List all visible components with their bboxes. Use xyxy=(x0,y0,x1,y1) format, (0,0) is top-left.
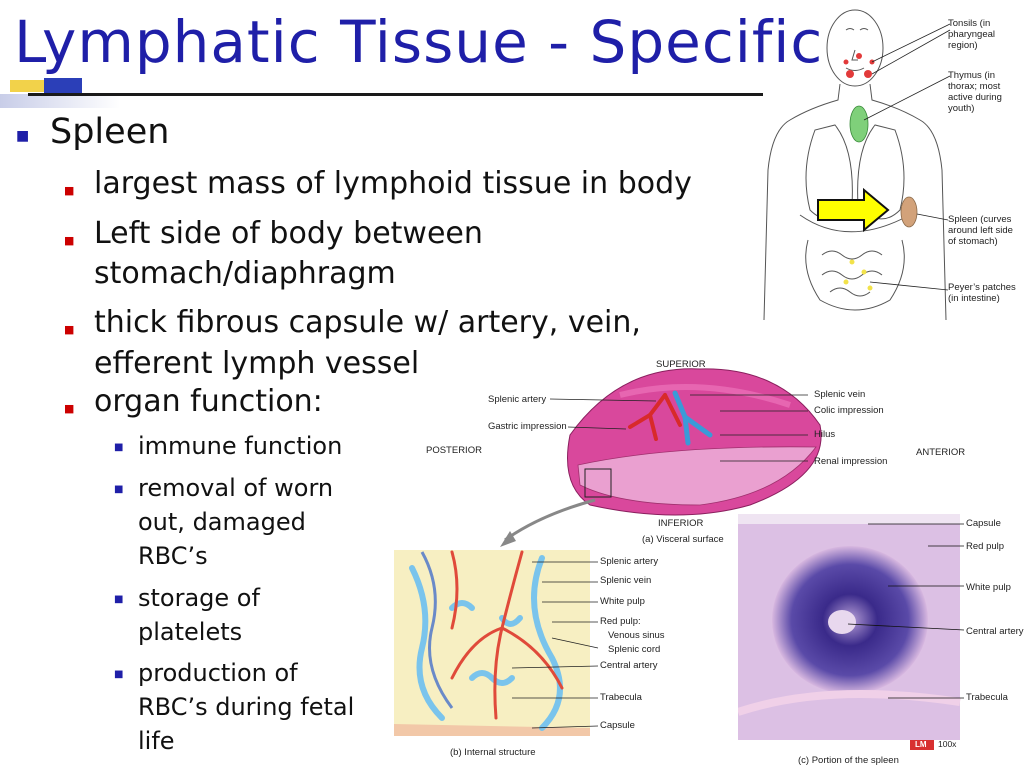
function-production-line2: RBC’s during fetal xyxy=(138,693,355,721)
title-underline xyxy=(28,93,763,96)
bullet-spleen: Spleen xyxy=(50,112,170,152)
label-peyers-patches: Peyer’s patches(in intestine) xyxy=(948,282,1016,304)
bullet-left-side-line1: Left side of body between xyxy=(94,216,483,251)
yellow-arrow-pointer xyxy=(817,187,890,233)
function-production-line3: life xyxy=(138,727,175,755)
spleen-shape xyxy=(900,196,918,228)
label-splenic-vein: Splenic vein xyxy=(814,389,866,400)
label-white-pulp: White pulp xyxy=(600,596,645,607)
label-trabecula: Trabecula xyxy=(966,692,1008,703)
magnification-label: 100x xyxy=(938,739,957,749)
function-removal-line1: removal of worn xyxy=(138,474,334,502)
function-production-line1: production of xyxy=(138,659,298,687)
bullet-marker: ■ xyxy=(114,594,124,605)
thymus-shape xyxy=(849,105,869,143)
caption-internal-structure: (b) Internal structure xyxy=(450,747,536,758)
function-removal-line3: RBC’s xyxy=(138,542,208,570)
spleen-visceral-figure: SUPERIOR Splenic artery Gastric impressi… xyxy=(420,355,980,550)
bullet-organ-function: organ function: xyxy=(94,384,323,419)
label-central-artery: Central artery xyxy=(600,660,658,671)
spleen-micrograph-image xyxy=(736,514,965,750)
label-venous-sinus: Venous sinus xyxy=(608,630,665,641)
lm-badge: LM xyxy=(915,740,927,749)
label-splenic-artery: Splenic artery xyxy=(488,394,547,405)
label-capsule: Capsule xyxy=(966,518,1001,529)
label-renal-impression: Renal impression xyxy=(814,456,888,467)
label-central-artery: Central artery xyxy=(966,626,1024,637)
bullet-capsule-line1: thick fibrous capsule w/ artery, vein, xyxy=(94,305,641,340)
body-outline-illustration xyxy=(763,9,951,321)
bullet-marker: ■ xyxy=(114,484,124,495)
label-hilus: Hilus xyxy=(814,429,836,440)
function-removal-line2: out, damaged xyxy=(138,508,306,536)
spleen-internal-figure: Splenic artery Splenic vein White pulp R… xyxy=(392,548,677,768)
label-splenic-vein: Splenic vein xyxy=(600,575,652,586)
bullet-marker: ■ xyxy=(64,323,75,336)
bullet-marker: ■ xyxy=(114,669,124,680)
spleen-micrograph-figure: Capsule Red pulp White pulp Central arte… xyxy=(736,512,1024,768)
label-gastric-impression: Gastric impression xyxy=(488,421,567,432)
bullet-largest-mass: largest mass of lymphoid tissue in body xyxy=(94,166,692,201)
label-superior: SUPERIOR xyxy=(656,359,706,370)
caption-visceral-surface: (a) Visceral surface xyxy=(642,534,724,545)
page-title: Lymphatic Tissue - Specific xyxy=(14,8,824,76)
function-storage-line1: storage of xyxy=(138,584,260,612)
bullet-capsule-line2: efferent lymph vessel xyxy=(94,346,420,381)
function-immune: immune function xyxy=(138,432,343,460)
label-splenic-artery: Splenic artery xyxy=(600,556,659,567)
spleen-internal-illustration xyxy=(394,550,599,736)
bullet-left-side-line2: stomach/diaphragm xyxy=(94,256,396,291)
label-colic-impression: Colic impression xyxy=(814,405,884,416)
label-posterior: POSTERIOR xyxy=(426,445,482,456)
label-white-pulp: White pulp xyxy=(966,582,1011,593)
label-anterior: ANTERIOR xyxy=(916,447,966,458)
label-red-pulp: Red pulp: xyxy=(600,616,641,627)
label-inferior: INFERIOR xyxy=(658,518,704,529)
bullet-marker: ■ xyxy=(64,184,75,197)
lm-badge-background xyxy=(910,740,934,750)
label-splenic-cord: Splenic cord xyxy=(608,644,661,655)
caption-portion-of-spleen: (c) Portion of the spleen xyxy=(798,755,899,766)
bullet-marker: ■ xyxy=(64,234,75,247)
bullet-marker: ■ xyxy=(114,442,124,453)
function-storage-line2: platelets xyxy=(138,618,243,646)
label-trabecula: Trabecula xyxy=(600,692,642,703)
bullet-marker: ■ xyxy=(16,128,30,144)
label-capsule: Capsule xyxy=(600,720,635,731)
bullet-marker: ■ xyxy=(64,402,75,415)
spleen-visceral-illustration xyxy=(500,368,822,547)
label-red-pulp: Red pulp xyxy=(966,541,1005,552)
